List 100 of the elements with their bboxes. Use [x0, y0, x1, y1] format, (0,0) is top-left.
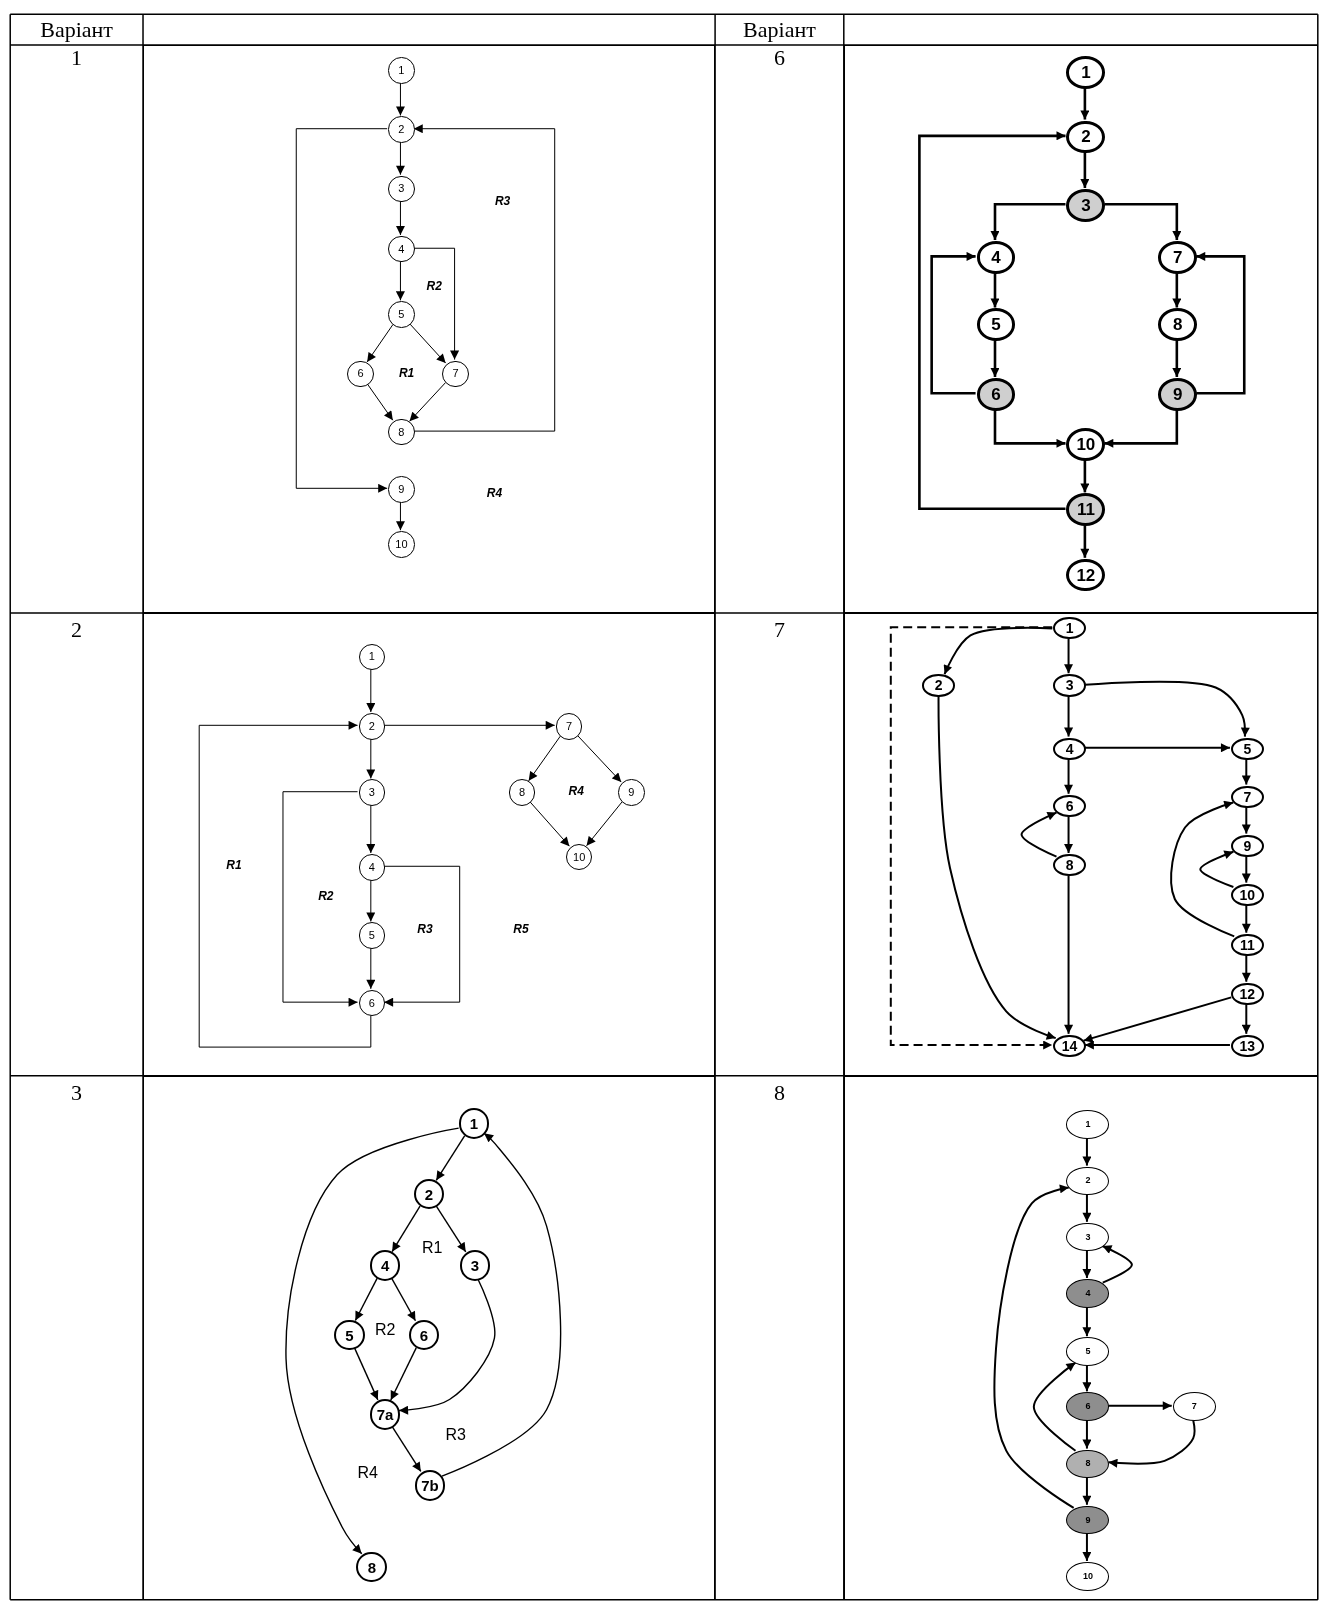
graph-node: 9	[388, 476, 415, 503]
graph-node: 1	[388, 57, 415, 84]
arrow	[1082, 1476, 1092, 1506]
graph-node: 7a	[369, 1399, 401, 1431]
arrow	[529, 801, 570, 847]
arrow	[395, 501, 405, 531]
graph-node: 3	[358, 779, 386, 806]
arrow	[1104, 203, 1182, 241]
region-label: R2	[318, 890, 334, 904]
region-label: R1	[421, 1239, 443, 1258]
arrow	[366, 383, 394, 421]
arrow	[937, 694, 1057, 1040]
graph-node: 2	[1066, 1166, 1110, 1196]
graph-node: 7	[1172, 1392, 1216, 1421]
graph-node: 5	[1066, 1337, 1110, 1366]
graph-node: 14	[1053, 1034, 1086, 1058]
variant-number: 2	[71, 618, 83, 643]
arrow	[435, 1205, 467, 1253]
graph-node: 1	[458, 1108, 490, 1139]
arrow	[993, 1184, 1075, 1509]
arrow	[398, 1278, 496, 1415]
arrow	[1080, 459, 1090, 493]
arrow	[1020, 811, 1058, 858]
graph-node: 2	[388, 116, 415, 143]
region-label: R4	[357, 1464, 378, 1482]
arrow	[413, 247, 460, 361]
arrow	[1172, 272, 1182, 308]
arrow	[1172, 340, 1182, 377]
variant-number: 6	[773, 45, 785, 71]
arrow	[1170, 800, 1236, 938]
arrow	[1082, 1363, 1092, 1393]
arrow	[990, 203, 1066, 241]
arrow	[366, 947, 376, 990]
graph-node: 7	[555, 713, 583, 740]
arrow	[295, 128, 388, 493]
graph-node: 6	[1066, 1392, 1110, 1421]
arrow	[1082, 996, 1233, 1043]
arrow	[1101, 1244, 1133, 1284]
graph-node: 11	[1230, 933, 1264, 957]
arrow	[930, 251, 976, 395]
arrow	[1032, 1361, 1077, 1452]
graph-node: 1	[1053, 617, 1086, 640]
graph-cell	[143, 612, 716, 1076]
graph-node: 2	[1066, 120, 1106, 154]
arrow	[390, 1277, 417, 1322]
graph-node: 5	[388, 301, 415, 328]
arrow	[993, 409, 1066, 448]
arrow	[198, 720, 372, 1048]
arrow	[1241, 1003, 1251, 1035]
graph-node: 9	[1230, 834, 1264, 858]
arrow	[1080, 152, 1090, 188]
arrow	[1083, 743, 1231, 753]
arrow	[285, 1127, 460, 1555]
graph-node: 7	[442, 360, 469, 388]
graph-node: 3	[459, 1250, 491, 1281]
arrow	[1107, 1401, 1173, 1411]
arrow	[366, 879, 376, 922]
arrow	[1241, 904, 1251, 934]
graph-cell	[843, 44, 1318, 613]
arrow	[889, 626, 1054, 1050]
graph-node: 6	[408, 1319, 440, 1351]
graph-node: 1	[1066, 56, 1106, 89]
graph-cell	[143, 44, 716, 613]
graph-cell	[843, 1075, 1318, 1600]
arrow	[441, 1132, 562, 1477]
arrow	[1082, 1305, 1092, 1338]
arrow	[1241, 758, 1251, 786]
graph-node: 4	[388, 235, 415, 263]
graph-cell	[843, 612, 1318, 1076]
arrow	[413, 124, 556, 432]
graph-node: 3	[1053, 674, 1086, 697]
arrow	[1064, 694, 1074, 738]
column-header: Варіант	[40, 17, 113, 42]
region-label: R1	[398, 367, 415, 381]
arrow	[1107, 1418, 1196, 1468]
arrow	[943, 626, 1054, 676]
region-label: R2	[374, 1321, 396, 1339]
graph-node: 1	[358, 643, 386, 671]
arrow	[395, 200, 405, 236]
arrow	[409, 382, 447, 422]
region-label: R2	[426, 280, 442, 294]
graph-node: 4	[1053, 737, 1086, 760]
arrow	[383, 865, 461, 1007]
arrow	[395, 141, 405, 176]
arrow	[1083, 1040, 1231, 1050]
graph-node: 10	[1066, 428, 1106, 461]
arrow	[990, 272, 1000, 308]
region-label: R1	[226, 859, 242, 873]
arrow	[1196, 251, 1246, 395]
arrow	[1199, 850, 1235, 888]
graph-node: 8	[1066, 1449, 1110, 1479]
arrow	[390, 1347, 417, 1401]
arrow	[408, 322, 447, 364]
arrow	[1082, 1418, 1092, 1450]
arrow	[1241, 806, 1251, 835]
graph-node: 8	[1053, 854, 1086, 877]
arrow	[354, 1277, 378, 1322]
arrow	[366, 668, 376, 713]
graph-node: 12	[1066, 558, 1106, 592]
graph-node: 7	[1158, 241, 1198, 274]
